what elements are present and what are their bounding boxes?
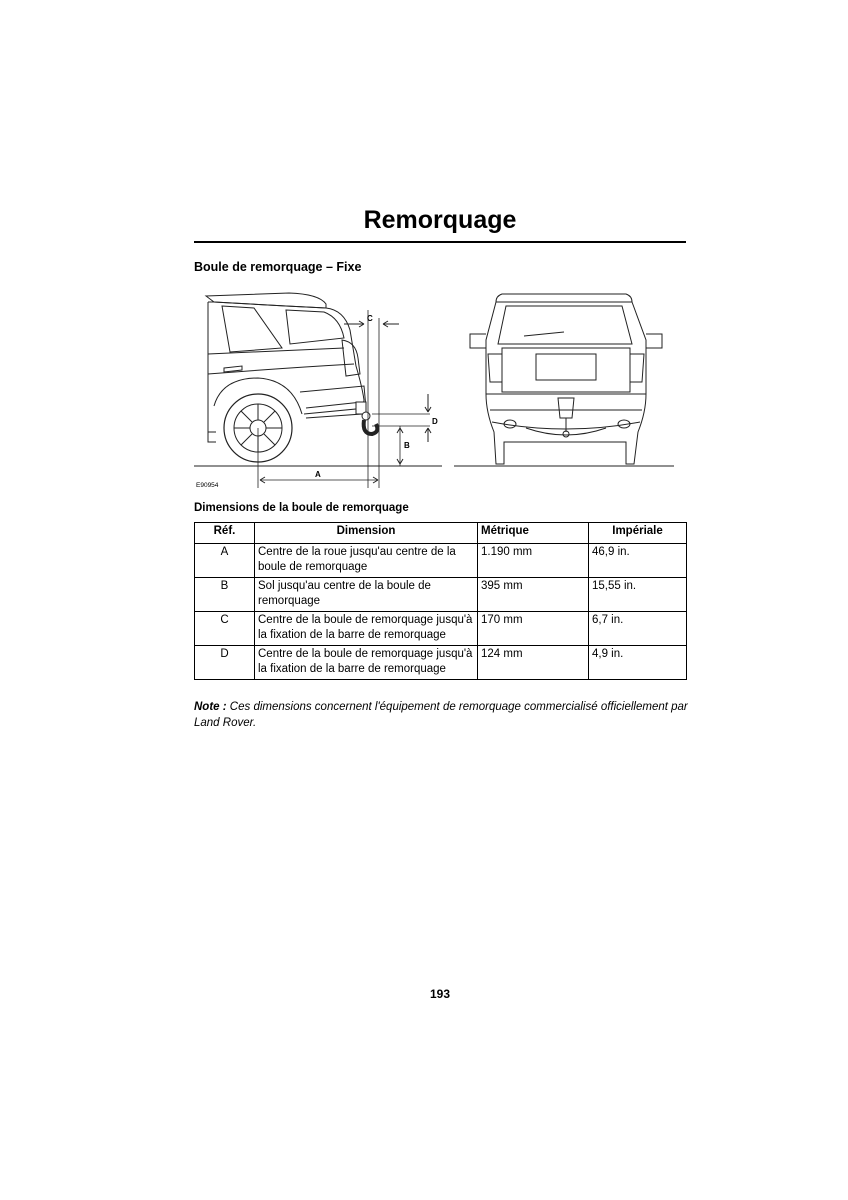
table-header-row: Réf. Dimension Métrique Impériale [194,522,687,544]
cell-ref: B [194,577,255,612]
header-imperial: Impériale [588,522,687,544]
header-ref: Réf. [194,522,255,544]
dimension-label-c: C [367,314,373,323]
cell-ref: A [194,543,255,578]
dimension-label-a: A [315,470,321,479]
dimensions-table: Réf. Dimension Métrique Impériale A Cent… [194,522,687,680]
note-label: Note : [194,701,227,713]
cell-metric: 124 mm [477,645,589,680]
dimension-label-d: D [432,417,438,426]
table-row: D Centre de la boule de remorquage jusqu… [194,645,687,680]
title-divider [194,241,686,243]
table-row: B Sol jusqu'au centre de la boule de rem… [194,577,687,612]
header-dimension: Dimension [254,522,478,544]
side-view-illustration: C D B A E90954 [194,292,442,489]
cell-imperial: 6,7 in. [588,611,687,646]
dimension-label-b: B [404,441,410,450]
cell-imperial: 46,9 in. [588,543,687,578]
cell-dimension: Centre de la boule de remorquage jusqu'à… [254,611,478,646]
cell-metric: 170 mm [477,611,589,646]
table-row: C Centre de la boule de remorquage jusqu… [194,611,687,646]
table-heading: Dimensions de la boule de remorquage [194,502,409,514]
rear-view-illustration [454,293,674,467]
page-number: 193 [429,987,451,1001]
cell-dimension: Sol jusqu'au centre de la boule de remor… [254,577,478,612]
table-row: A Centre de la roue jusqu'au centre de l… [194,543,687,578]
cell-imperial: 15,55 in. [588,577,687,612]
figure-code: E90954 [196,482,219,489]
cell-metric: 1.190 mm [477,543,589,578]
cell-metric: 395 mm [477,577,589,612]
tow-ball-figure: C D B A E90954 [194,282,686,494]
cell-dimension: Centre de la boule de remorquage jusqu'à… [254,645,478,680]
section-heading: Boule de remorquage – Fixe [194,260,362,274]
cell-ref: C [194,611,255,646]
header-metric: Métrique [477,522,589,544]
cell-ref: D [194,645,255,680]
note-text: Ces dimensions concernent l'équipement d… [194,701,688,729]
cell-dimension: Centre de la roue jusqu'au centre de la … [254,543,478,578]
page-title: Remorquage [363,206,517,234]
cell-imperial: 4,9 in. [588,645,687,680]
note-paragraph: Note : Ces dimensions concernent l'équip… [194,699,688,731]
